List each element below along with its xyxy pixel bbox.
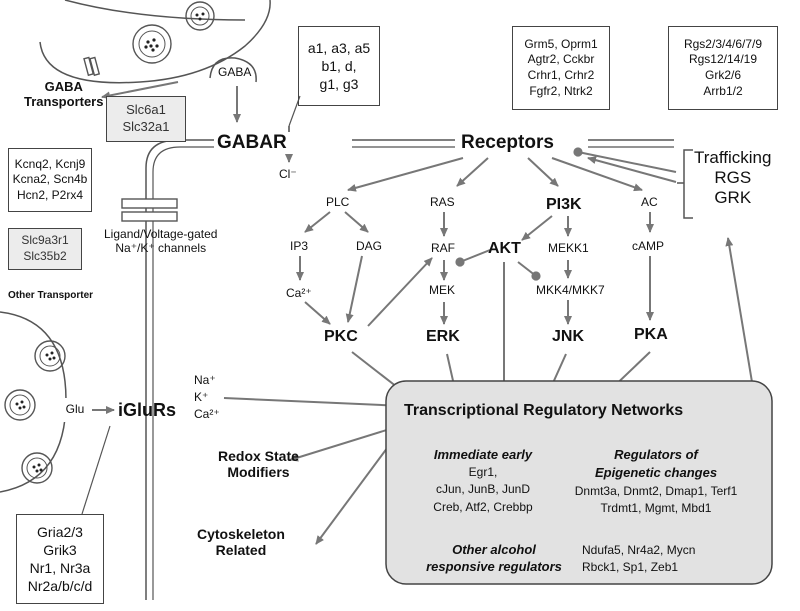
arrow-trafficking-receptors [587, 156, 677, 183]
node-mekk1: MEKK1 [548, 241, 589, 255]
node-dag: DAG [356, 239, 383, 253]
glu-vesicle-3 [21, 452, 53, 484]
node-plc: PLC [326, 195, 350, 209]
iglurs-label: iGluRs [118, 400, 177, 420]
other-alcohol-genes: Ndufa5, Nr4a2, Mycn Rbck1, Sp1, Zeb1 [582, 543, 696, 575]
arrow-plc-ip3 [304, 211, 331, 233]
channel-label: Ligand/Voltage-gated Na⁺/K⁺ channels [104, 227, 218, 255]
immediate-early-block: Immediate early Egr1, cJun, JunB, JunD C… [433, 447, 533, 514]
arrow-trn-trafficking [725, 237, 753, 383]
node-ip3: IP3 [290, 239, 309, 253]
ion-labels: Na⁺ K⁺ Ca²⁺ [194, 373, 220, 421]
arrow-pkc-raf [367, 257, 433, 327]
arrow-ca-pkc [304, 301, 331, 325]
node-camp: cAMP [632, 239, 665, 253]
epigenetic-block: Regulators of Epigenetic changes Dnmt3a,… [574, 447, 738, 515]
redox-label: Redox State Modifiers [218, 448, 299, 481]
trn-title: Transcriptional Regulatory Networks [404, 402, 684, 419]
gaba-terminal [39, 0, 271, 84]
node-ca: Ca²⁺ [286, 286, 312, 300]
node-mkk47: MKK4/MKK7 [536, 283, 605, 297]
gaba-transporters-label: GABA Transporters [24, 79, 104, 109]
trafficking-bracket [677, 149, 693, 219]
inhibit-trafficking-receptors [577, 151, 677, 173]
receptors-label: Receptors [458, 132, 557, 154]
inhibit-akt-raf [459, 249, 491, 263]
node-pka: PKA [634, 326, 668, 343]
node-erk: ERK [426, 328, 460, 345]
arrow-transporter [101, 81, 179, 100]
gabar-label: GABAR [214, 132, 290, 154]
glu-vesicle-1 [34, 340, 66, 372]
chloride-label: Cl⁻ [279, 167, 297, 181]
arrow-ions-trn [223, 397, 405, 410]
node-jnk: JNK [552, 328, 585, 345]
trn-panel [385, 380, 773, 585]
arrow-receptors-ac [551, 157, 643, 192]
gaba-vesicle-2 [185, 1, 215, 31]
other-alcohol-title: Other alcohol responsive regulators [426, 542, 562, 574]
other-transporter-label: Other Transporter [8, 290, 94, 301]
cytoskeleton-label: Cytoskeleton Related [197, 526, 285, 559]
leader-iglur-genes [81, 425, 111, 515]
glu-terminal [0, 311, 67, 493]
arrow-pi3k-akt [521, 215, 553, 241]
gaba-transporter-pore [83, 56, 101, 77]
arrow-receptors-plc [347, 157, 464, 192]
node-raf: RAF [431, 241, 455, 255]
arrow-dag-pkc [345, 255, 363, 323]
arrow-receptors-ras [456, 157, 489, 187]
arrow-plc-dag [344, 211, 369, 233]
node-mek: MEK [429, 283, 456, 297]
node-pkc: PKC [324, 328, 358, 345]
gaba-vesicle-label: GABA [218, 65, 252, 79]
node-pi3k: PI3K [546, 196, 582, 213]
channel-icon [121, 198, 178, 222]
trafficking-label: Trafficking RGS GRK [694, 148, 772, 208]
gaba-vesicle-1 [132, 24, 172, 64]
glu-vesicle-2 [4, 389, 36, 421]
glu-label: Glu [58, 398, 92, 422]
arrow-receptors-pi3k [527, 157, 559, 187]
node-ras: RAS [430, 195, 455, 209]
node-ac: AC [641, 195, 658, 209]
postsynaptic-membrane [145, 139, 674, 600]
node-akt: AKT [488, 240, 521, 257]
